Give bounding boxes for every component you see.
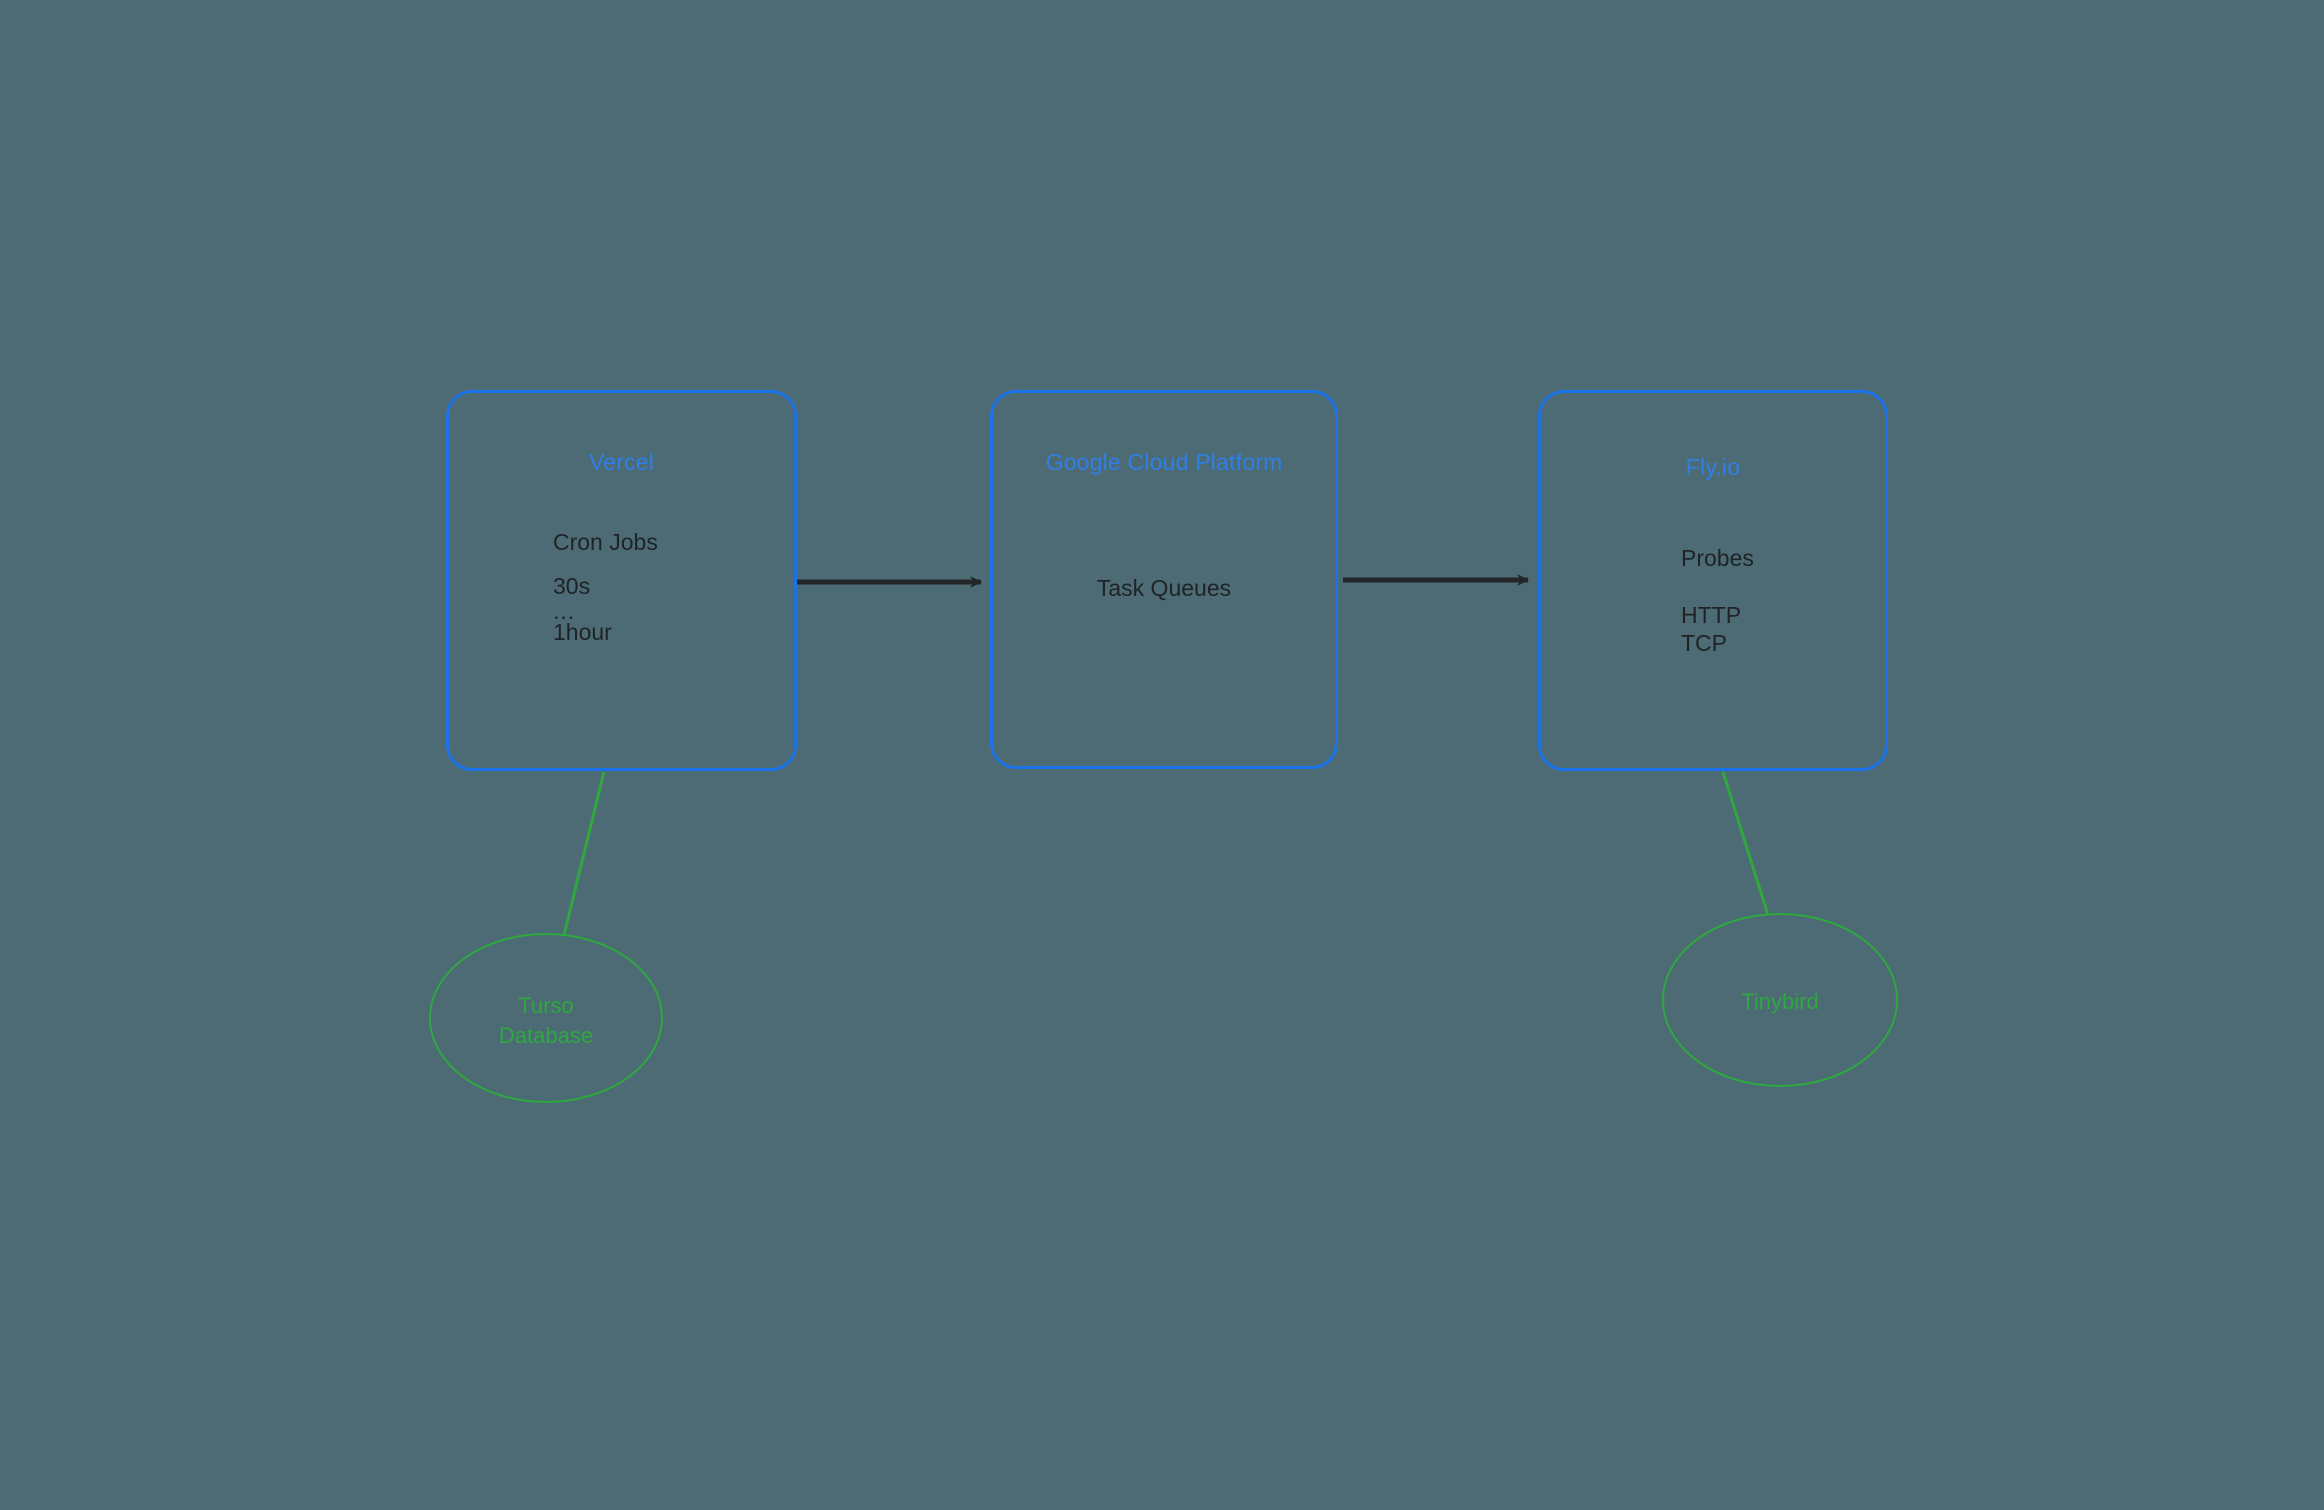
node-vercel-line-30s: 30s xyxy=(553,573,591,599)
node-fly-title: Fly.io xyxy=(1685,454,1741,480)
link-vercel-to-turso xyxy=(562,771,606,936)
datastore-tinybird-label-line1: Tinybird xyxy=(1741,989,1819,1014)
datastore-tinybird[interactable]: Tinybird xyxy=(1662,913,1898,1087)
node-gcp[interactable]: Google Cloud Platform Task Queues xyxy=(990,390,1338,769)
node-vercel-title: Vercel xyxy=(588,449,655,475)
node-vercel[interactable]: Vercel Cron Jobs 30s ... 1hour xyxy=(446,390,797,771)
node-fly-line-probes: Probes xyxy=(1681,545,1754,571)
node-gcp-line-task-queues: Task Queues xyxy=(1096,575,1232,601)
node-vercel-line-cron-jobs: Cron Jobs xyxy=(553,529,658,555)
link-fly-to-tinybird xyxy=(1721,771,1770,916)
node-vercel-line-1hour: 1hour xyxy=(553,619,612,645)
datastore-turso[interactable]: Turso Database xyxy=(429,933,663,1103)
datastore-turso-label-line2: Database xyxy=(498,1023,594,1048)
node-vercel-line-ellipsis: ... xyxy=(553,598,576,624)
node-fly[interactable]: Fly.io Probes HTTP TCP xyxy=(1538,390,1888,771)
node-fly-line-tcp: TCP xyxy=(1681,630,1727,656)
datastore-turso-label-line1: Turso xyxy=(518,993,574,1018)
node-fly-line-http: HTTP xyxy=(1681,602,1742,628)
node-gcp-title: Google Cloud Platform xyxy=(1045,449,1283,475)
